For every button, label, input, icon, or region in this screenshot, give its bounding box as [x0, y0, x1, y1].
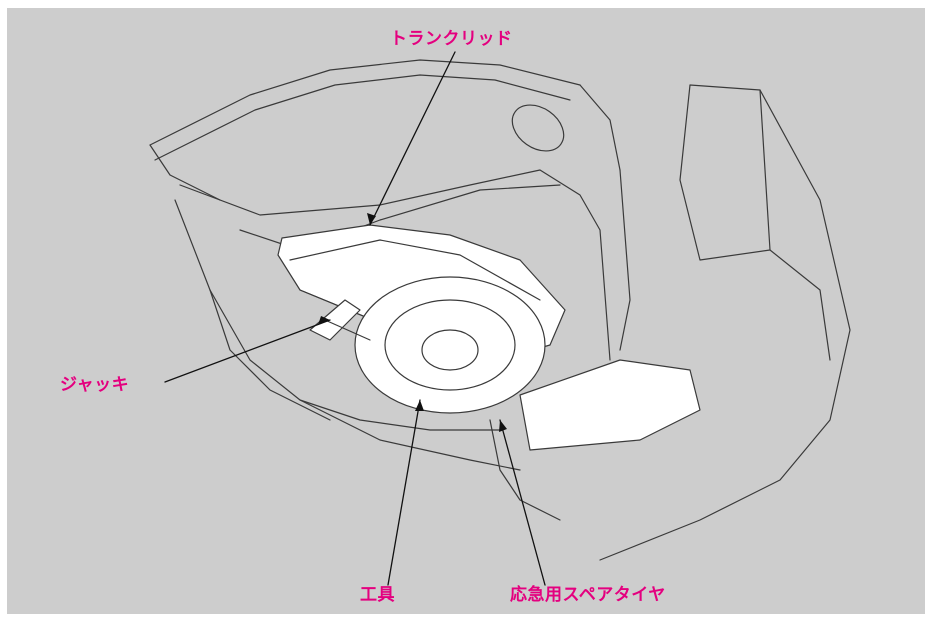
spare-tire-label: 応急用スペアタイヤ: [510, 585, 666, 605]
trunk-lid-label: トランクリッド: [390, 29, 513, 49]
tools-label: 工具: [360, 585, 395, 605]
body-side: [511, 84, 851, 561]
roof-outline: [149, 59, 621, 201]
opened-lid: [519, 359, 701, 451]
jack-label: ジャッキ: [60, 375, 130, 395]
leader-lines: [164, 51, 546, 586]
jack-shape: [309, 299, 371, 341]
rear-bumper: [209, 289, 561, 521]
arrowheads: [318, 213, 507, 432]
spare-tire-shape: [354, 276, 546, 414]
